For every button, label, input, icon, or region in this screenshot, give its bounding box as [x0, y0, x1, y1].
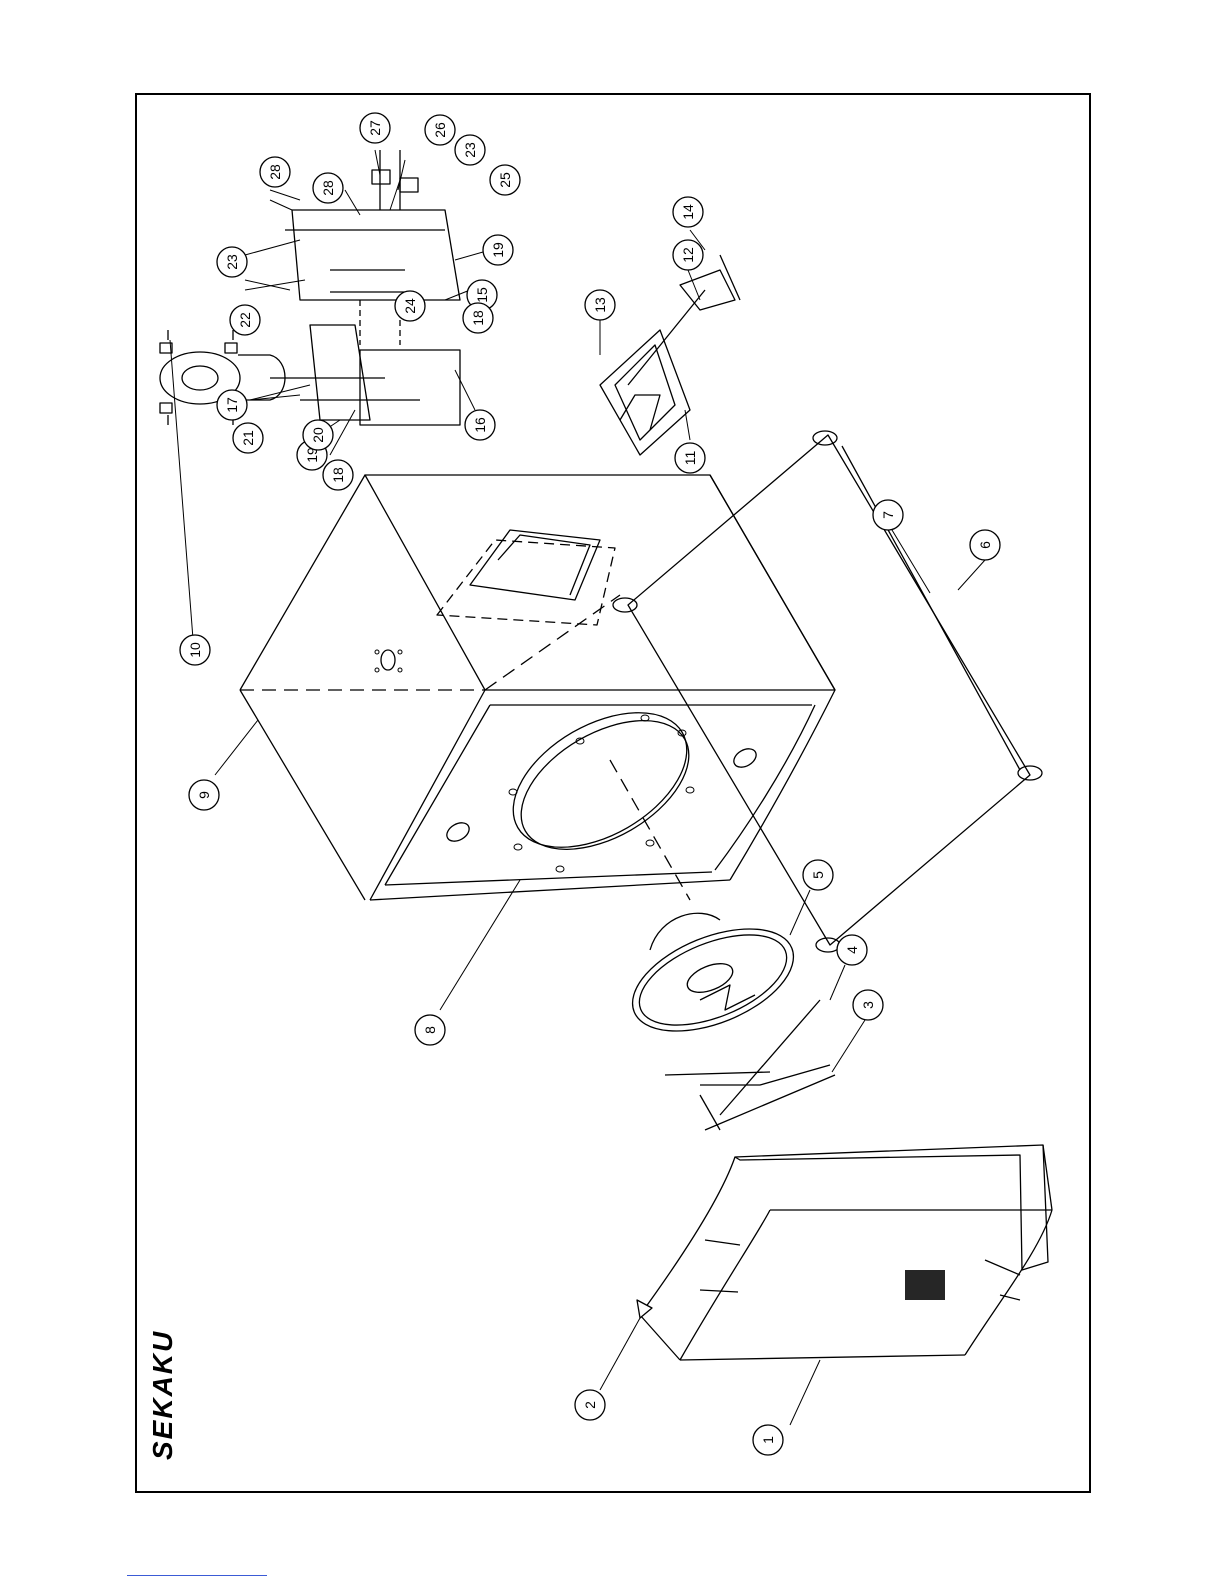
callout-2: 2 [575, 1390, 605, 1420]
callout-number: 26 [432, 122, 448, 138]
callout-18b: 18 [323, 460, 353, 490]
callout-number: 12 [680, 247, 696, 263]
top-mount-handle [160, 330, 385, 425]
speaker-cabinet [240, 475, 835, 900]
callout-leader-lines [170, 150, 985, 1425]
callout-number: 4 [844, 946, 860, 954]
callout-number: 18 [330, 467, 346, 483]
front-grille-panel [637, 1145, 1052, 1360]
callout-16: 16 [465, 410, 495, 440]
callout-23b: 23 [455, 135, 485, 165]
callout-number: 6 [977, 541, 993, 549]
callout-18a: 18 [463, 303, 493, 333]
callout-number: 23 [224, 254, 240, 270]
callout-number: 17 [224, 397, 240, 413]
callout-9: 9 [189, 780, 219, 810]
callout-4: 4 [837, 935, 867, 965]
callout-number: 23 [462, 142, 478, 158]
callout-17: 17 [217, 390, 247, 420]
callout-number: 11 [682, 451, 698, 466]
callout-number: 1 [760, 1436, 776, 1444]
callout-22: 22 [230, 305, 260, 335]
footer-link-underline [127, 1575, 267, 1576]
callout-number: 14 [680, 204, 696, 220]
tweeter-horn-assembly [600, 255, 740, 455]
callout-19a: 19 [483, 235, 513, 265]
callout-12: 12 [673, 240, 703, 270]
callout-3: 3 [853, 990, 883, 1020]
callout-number: 13 [592, 297, 608, 313]
callout-markers: 1234567891011121314151617181819192021222… [180, 113, 1000, 1455]
callout-number: 28 [267, 164, 283, 180]
callout-23a: 23 [217, 247, 247, 277]
callout-number: 19 [490, 242, 506, 258]
callout-number: 5 [810, 871, 826, 879]
callout-13: 13 [585, 290, 615, 320]
callout-5: 5 [803, 860, 833, 890]
callout-7: 7 [873, 500, 903, 530]
callout-number: 15 [474, 287, 490, 303]
callout-8: 8 [415, 1015, 445, 1045]
crossover-terminal-assembly [285, 150, 460, 425]
callout-14: 14 [673, 197, 703, 227]
callout-number: 3 [860, 1001, 876, 1009]
callout-number: 10 [187, 642, 203, 658]
callout-number: 16 [472, 417, 488, 433]
callout-11: 11 [675, 443, 705, 473]
callout-number: 22 [237, 312, 253, 328]
callout-28a: 28 [260, 157, 290, 187]
callout-number: 20 [310, 427, 326, 443]
callout-20: 20 [303, 420, 333, 450]
callout-number: 8 [422, 1026, 438, 1034]
callout-number: 27 [367, 120, 383, 136]
callout-number: 25 [497, 172, 513, 188]
callout-26: 26 [425, 115, 455, 145]
callout-1: 1 [753, 1425, 783, 1455]
brand-logo: SEKAKU [147, 1330, 178, 1460]
callout-24: 24 [395, 291, 425, 321]
callout-number: 24 [402, 298, 418, 314]
callout-27: 27 [360, 113, 390, 143]
callout-number: 2 [582, 1401, 598, 1409]
callout-number: 7 [880, 511, 896, 519]
woofer-driver [618, 908, 835, 1130]
callout-number: 9 [196, 791, 212, 799]
callout-number: 21 [240, 430, 256, 446]
callout-number: 18 [470, 310, 486, 326]
callout-25: 25 [490, 165, 520, 195]
callout-21: 21 [233, 423, 263, 453]
callout-28b: 28 [313, 173, 343, 203]
sekaku-badge [905, 1270, 945, 1300]
callout-6: 6 [970, 530, 1000, 560]
callout-number: 28 [320, 180, 336, 196]
callout-10: 10 [180, 635, 210, 665]
